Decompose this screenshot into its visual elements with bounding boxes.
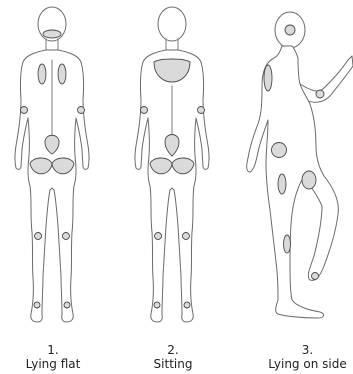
pressure-zone-right-heel (64, 302, 70, 308)
caption-lying-on-side: 3. Lying on side (262, 343, 353, 371)
caption-label: Sitting (145, 357, 201, 371)
pressure-zone-right-shoulder-blade (58, 64, 66, 84)
pressure-zone-right-heel (184, 302, 190, 308)
pressure-zone-left-knee (155, 233, 162, 240)
pressure-zone-knee-lower (284, 235, 291, 253)
pressure-zone-left-elbow (21, 107, 28, 114)
head (158, 7, 186, 41)
pressure-zone-thigh (278, 174, 286, 194)
caption-lying-flat: 1. Lying flat (22, 343, 84, 371)
pressure-zone-ankle (312, 273, 319, 280)
caption-number: 1. (22, 343, 84, 357)
pressure-zone-left-elbow (141, 107, 148, 114)
pressure-zone-left-heel (154, 302, 160, 308)
pressure-zone-left-knee (35, 233, 42, 240)
pressure-zone-head (43, 30, 61, 38)
caption-number: 3. (262, 343, 353, 357)
pressure-zone-right-knee (63, 233, 70, 240)
pressure-zone-elbow (316, 90, 324, 98)
pressure-zone-left-shoulder-blade (38, 64, 46, 84)
pressure-zone-right-elbow (198, 107, 205, 114)
caption-label: Lying on side (262, 357, 353, 371)
pressure-zone-right-elbow (78, 107, 85, 114)
pressure-zone-right-knee (183, 233, 190, 240)
caption-label: Lying flat (22, 357, 84, 371)
pressure-zone-shoulder (264, 65, 272, 91)
figure-lying-on-side (247, 12, 353, 318)
caption-sitting: 2. Sitting (145, 343, 201, 371)
pressure-zone-ear (285, 25, 295, 35)
pressure-zone-left-heel (34, 302, 40, 308)
pressure-zone-knee-upper (302, 171, 316, 189)
caption-number: 2. (145, 343, 201, 357)
figure-lying-flat (15, 7, 89, 322)
figure-sitting (135, 7, 209, 322)
raised-arm (300, 56, 353, 102)
pressure-zone-hip (272, 143, 287, 158)
